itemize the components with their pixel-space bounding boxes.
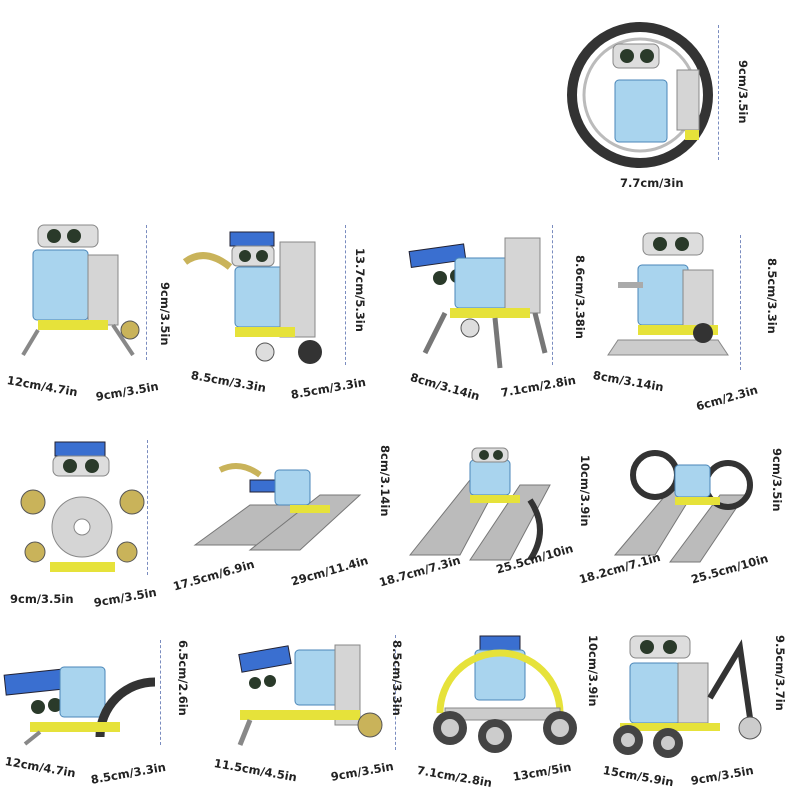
- dim-label: 6cm/2.3in: [694, 382, 760, 414]
- dim-label: 9cm/3.5in: [736, 60, 750, 124]
- dim-label: 11.5cm/4.5in: [212, 756, 298, 785]
- dim-label: 8.5cm/3.3in: [89, 759, 167, 787]
- dim-label: 8.5cm/3.3in: [189, 368, 268, 395]
- robot-model-4: [395, 218, 555, 378]
- dim-label: 9cm/3.5in: [158, 282, 172, 346]
- dim-label: 13cm/5in: [511, 759, 573, 784]
- dim-label: 9cm/3.5in: [94, 379, 160, 404]
- dim-label: 12cm/4.7in: [3, 754, 77, 781]
- dim-label: 9cm/3.5in: [770, 448, 784, 512]
- dim-label: 8.6cm/3.38in: [573, 255, 587, 339]
- dim-label: 10cm/3.9in: [586, 635, 600, 707]
- dim-label: 9cm/3.5in: [689, 763, 755, 788]
- dim-label: 13.7cm/5.3in: [353, 248, 367, 332]
- robot-model-3: [180, 212, 340, 372]
- robot-model-12: [420, 628, 580, 763]
- dim-label: 8cm/3.14in: [378, 445, 392, 517]
- dim-label: 7.1cm/2.8in: [415, 763, 494, 790]
- dim-label: 8.5cm/3.3in: [390, 640, 404, 716]
- robot-model-9: [610, 440, 760, 570]
- dim-label: 15cm/5.9in: [601, 763, 675, 790]
- dim-label: 9.5cm/3.7in: [773, 635, 787, 711]
- dim-label: 6.5cm/2.6in: [176, 640, 190, 716]
- robot-model-7: [190, 450, 370, 560]
- robot-model-6: [15, 432, 150, 582]
- dim-label: 9cm/3.5in: [92, 585, 158, 610]
- dim-label: 9cm/3.5in: [10, 592, 74, 606]
- dim-label: 7.7cm/3in: [620, 176, 684, 190]
- dim-label: 29cm/11.4in: [289, 553, 370, 589]
- robot-model-8: [400, 440, 565, 570]
- dim-label: 10cm/3.9in: [578, 455, 592, 527]
- robot-model-10: [0, 632, 165, 747]
- dim-label: 8.5cm/3.3in: [765, 258, 779, 334]
- dim-label: 8.5cm/3.3in: [289, 374, 367, 402]
- robot-model-1: [565, 20, 725, 170]
- robot-model-5: [598, 225, 738, 375]
- robot-model-11: [220, 625, 390, 755]
- dim-label: 9cm/3.5in: [329, 759, 395, 784]
- dim-label: 7.1cm/2.8in: [499, 372, 577, 400]
- dim-label: 12cm/4.7in: [5, 373, 79, 400]
- dim-label: 17.5cm/6.9in: [171, 556, 256, 594]
- robot-model-2: [18, 215, 148, 365]
- robot-model-13: [600, 628, 765, 763]
